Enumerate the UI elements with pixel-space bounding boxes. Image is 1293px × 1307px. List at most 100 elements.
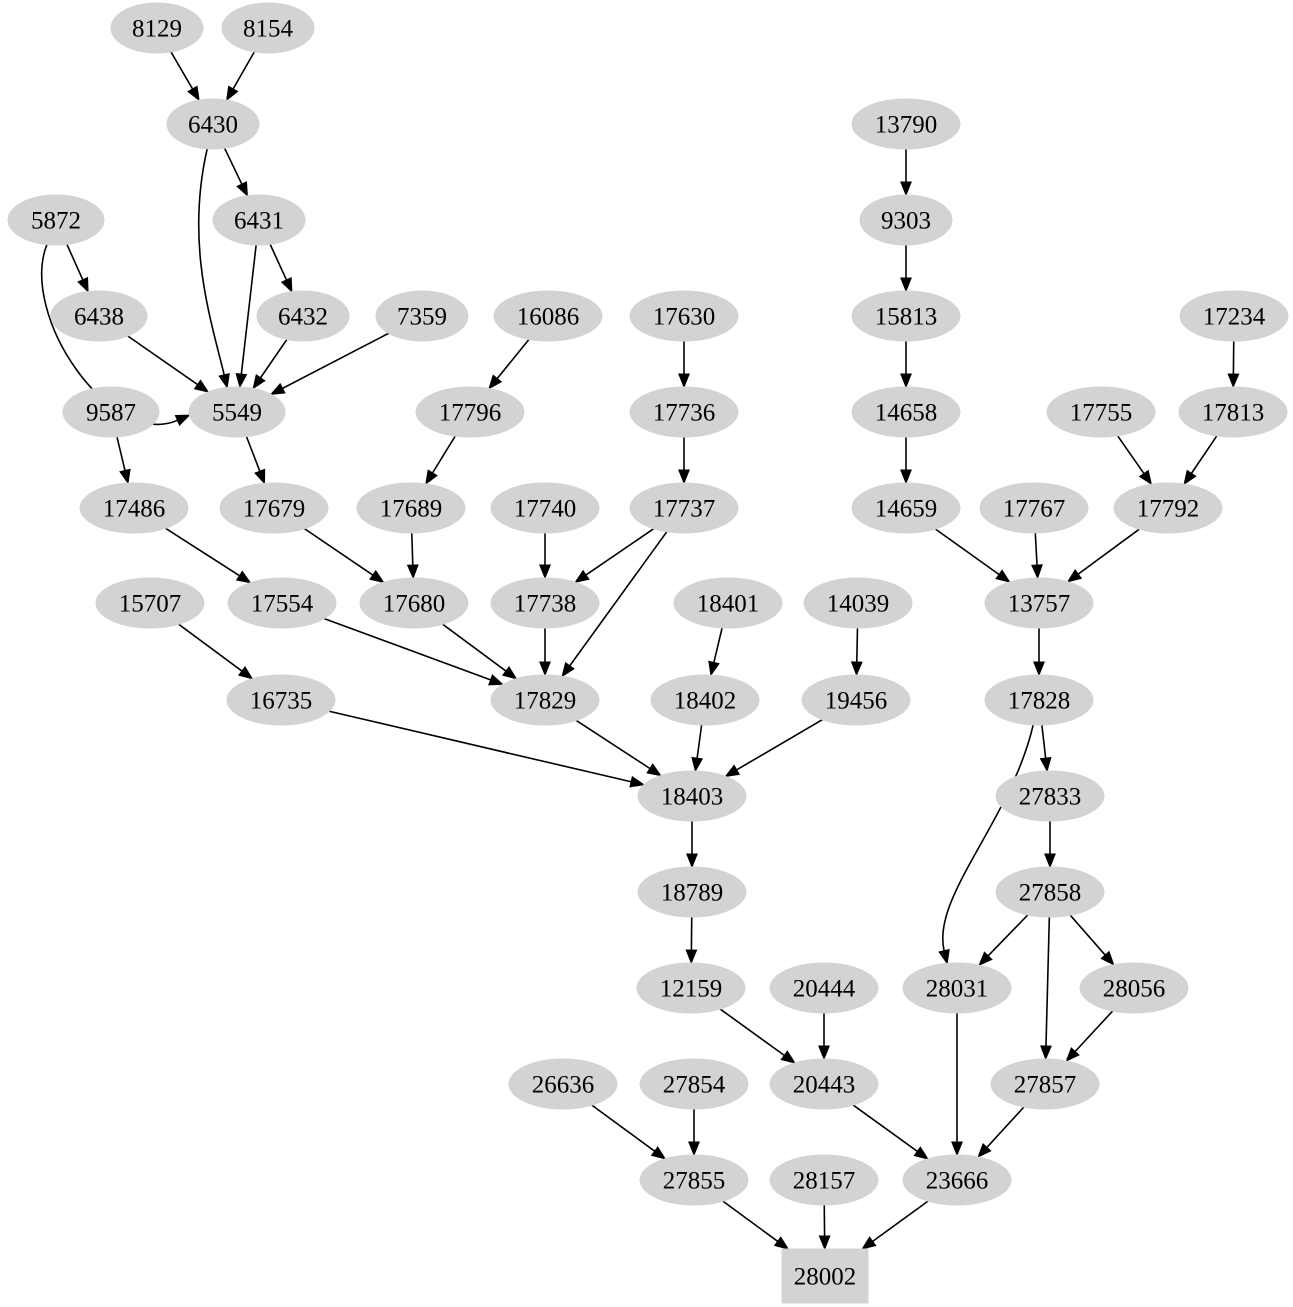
- node-ellipse-17679[interactable]: [219, 482, 329, 534]
- graph-node-17792[interactable]: 17792: [1113, 482, 1223, 534]
- graph-node-8129[interactable]: 8129: [110, 2, 204, 54]
- node-ellipse-6431[interactable]: [212, 194, 306, 246]
- node-ellipse-8154[interactable]: [221, 2, 315, 54]
- graph-node-17689[interactable]: 17689: [356, 482, 466, 534]
- node-ellipse-17813[interactable]: [1178, 386, 1288, 438]
- graph-node-12159[interactable]: 12159: [636, 962, 746, 1014]
- node-ellipse-17736[interactable]: [629, 386, 739, 438]
- node-ellipse-13757[interactable]: [984, 577, 1094, 629]
- node-box-28002[interactable]: [781, 1248, 869, 1304]
- node-ellipse-28031[interactable]: [902, 962, 1012, 1014]
- node-ellipse-28157[interactable]: [769, 1154, 879, 1206]
- graph-node-19456[interactable]: 19456: [801, 674, 911, 726]
- node-ellipse-17630[interactable]: [629, 290, 739, 342]
- graph-node-5549[interactable]: 5549: [188, 386, 286, 438]
- graph-node-17829[interactable]: 17829: [490, 674, 600, 726]
- graph-node-14658[interactable]: 14658: [851, 386, 961, 438]
- graph-node-18403[interactable]: 18403: [637, 770, 747, 822]
- node-ellipse-17737[interactable]: [629, 482, 739, 534]
- graph-node-9303[interactable]: 9303: [859, 194, 953, 246]
- node-ellipse-18403[interactable]: [637, 770, 747, 822]
- graph-node-18402[interactable]: 18402: [650, 674, 760, 726]
- node-ellipse-18402[interactable]: [650, 674, 760, 726]
- node-ellipse-6438[interactable]: [50, 290, 148, 342]
- graph-node-17813[interactable]: 17813: [1178, 386, 1288, 438]
- graph-node-27858[interactable]: 27858: [995, 866, 1105, 918]
- node-ellipse-17740[interactable]: [490, 482, 600, 534]
- graph-node-27854[interactable]: 27854: [639, 1058, 749, 1110]
- graph-node-17828[interactable]: 17828: [984, 674, 1094, 726]
- node-ellipse-17486[interactable]: [79, 482, 189, 534]
- node-ellipse-27854[interactable]: [639, 1058, 749, 1110]
- node-ellipse-17828[interactable]: [984, 674, 1094, 726]
- graph-node-17738[interactable]: 17738: [490, 577, 600, 629]
- graph-node-6430[interactable]: 6430: [166, 98, 260, 150]
- graph-node-20444[interactable]: 20444: [769, 962, 879, 1014]
- graph-node-17736[interactable]: 17736: [629, 386, 739, 438]
- node-ellipse-17680[interactable]: [359, 577, 469, 629]
- node-ellipse-14039[interactable]: [803, 577, 913, 629]
- node-ellipse-23666[interactable]: [902, 1154, 1012, 1206]
- node-ellipse-6432[interactable]: [256, 290, 350, 342]
- node-ellipse-18401[interactable]: [673, 577, 783, 629]
- node-ellipse-17829[interactable]: [490, 674, 600, 726]
- graph-node-17740[interactable]: 17740: [490, 482, 600, 534]
- graph-node-17630[interactable]: 17630: [629, 290, 739, 342]
- graph-node-18401[interactable]: 18401: [673, 577, 783, 629]
- node-ellipse-9303[interactable]: [859, 194, 953, 246]
- node-ellipse-15707[interactable]: [95, 577, 205, 629]
- node-ellipse-5872[interactable]: [7, 194, 105, 246]
- graph-node-16735[interactable]: 16735: [226, 674, 336, 726]
- node-ellipse-27857[interactable]: [990, 1058, 1100, 1110]
- node-ellipse-17767[interactable]: [979, 482, 1089, 534]
- node-ellipse-20443[interactable]: [769, 1058, 879, 1110]
- graph-node-13757[interactable]: 13757: [984, 577, 1094, 629]
- node-ellipse-17792[interactable]: [1113, 482, 1223, 534]
- graph-node-23666[interactable]: 23666: [902, 1154, 1012, 1206]
- graph-node-17234[interactable]: 17234: [1179, 290, 1289, 342]
- graph-node-7359[interactable]: 7359: [375, 290, 469, 342]
- node-ellipse-18789[interactable]: [637, 866, 747, 918]
- graph-node-15707[interactable]: 15707: [95, 577, 205, 629]
- node-ellipse-16086[interactable]: [493, 290, 603, 342]
- node-ellipse-27855[interactable]: [639, 1154, 749, 1206]
- node-ellipse-27858[interactable]: [995, 866, 1105, 918]
- node-ellipse-6430[interactable]: [166, 98, 260, 150]
- graph-node-17680[interactable]: 17680: [359, 577, 469, 629]
- graph-node-26636[interactable]: 26636: [508, 1058, 618, 1110]
- node-ellipse-17689[interactable]: [356, 482, 466, 534]
- node-ellipse-15813[interactable]: [851, 290, 961, 342]
- graph-node-15813[interactable]: 15813: [851, 290, 961, 342]
- node-ellipse-17796[interactable]: [415, 386, 525, 438]
- graph-node-8154[interactable]: 8154: [221, 2, 315, 54]
- node-ellipse-17234[interactable]: [1179, 290, 1289, 342]
- node-ellipse-17738[interactable]: [490, 577, 600, 629]
- node-ellipse-27833[interactable]: [995, 770, 1105, 822]
- graph-node-27857[interactable]: 27857: [990, 1058, 1100, 1110]
- graph-node-5872[interactable]: 5872: [7, 194, 105, 246]
- graph-node-17755[interactable]: 17755: [1046, 386, 1156, 438]
- graph-node-9587[interactable]: 9587: [62, 386, 160, 438]
- node-ellipse-5549[interactable]: [188, 386, 286, 438]
- graph-node-20443[interactable]: 20443: [769, 1058, 879, 1110]
- graph-node-28031[interactable]: 28031: [902, 962, 1012, 1014]
- graph-node-17679[interactable]: 17679: [219, 482, 329, 534]
- node-ellipse-14659[interactable]: [851, 482, 961, 534]
- node-ellipse-28056[interactable]: [1079, 962, 1189, 1014]
- graph-node-27855[interactable]: 27855: [639, 1154, 749, 1206]
- graph-node-14039[interactable]: 14039: [803, 577, 913, 629]
- graph-node-17554[interactable]: 17554: [227, 577, 337, 629]
- node-ellipse-12159[interactable]: [636, 962, 746, 1014]
- graph-node-28002[interactable]: 28002: [781, 1248, 869, 1304]
- graph-node-18789[interactable]: 18789: [637, 866, 747, 918]
- graph-node-13790[interactable]: 13790: [851, 98, 961, 150]
- node-ellipse-17554[interactable]: [227, 577, 337, 629]
- node-ellipse-13790[interactable]: [851, 98, 961, 150]
- node-ellipse-16735[interactable]: [226, 674, 336, 726]
- graph-node-27833[interactable]: 27833: [995, 770, 1105, 822]
- node-ellipse-20444[interactable]: [769, 962, 879, 1014]
- node-ellipse-8129[interactable]: [110, 2, 204, 54]
- node-ellipse-17755[interactable]: [1046, 386, 1156, 438]
- graph-node-17767[interactable]: 17767: [979, 482, 1089, 534]
- node-ellipse-14658[interactable]: [851, 386, 961, 438]
